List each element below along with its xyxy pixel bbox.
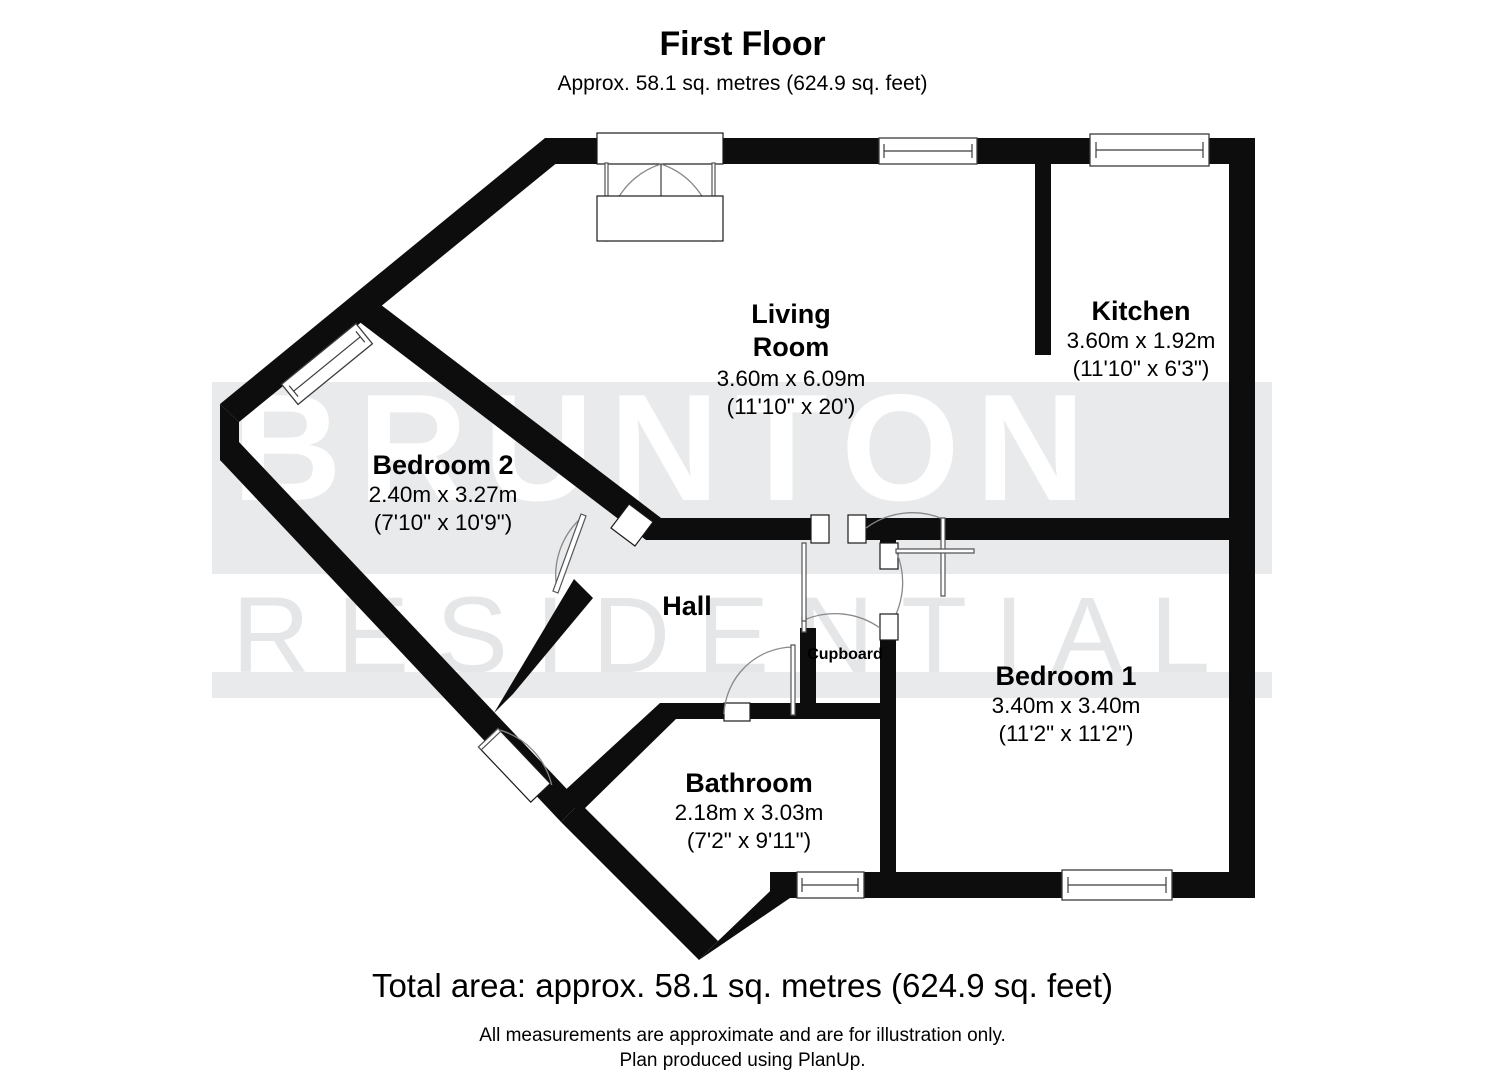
window-bedroom2-diagonal (280, 322, 374, 406)
wall-diagonal-lower-left (220, 442, 580, 822)
room-name-bedroom-2: Bedroom 2 (372, 450, 513, 480)
room-label-kitchen: Kitchen 3.60m x 1.92m (11'10" x 6'3") (1067, 296, 1216, 381)
wall-bedroom1-west (880, 628, 896, 872)
door-living-hall (810, 512, 946, 597)
door-cupboard (801, 542, 899, 641)
room-labels: Living Room 3.60m x 6.09m (11'10" x 20')… (369, 296, 1216, 853)
wall-cupboard-left (800, 628, 816, 716)
door-french-living-top (596, 132, 724, 242)
room-label-bedroom-1: Bedroom 1 3.40m x 3.40m (11'2" x 11'2") (992, 661, 1141, 746)
door-bathroom (723, 644, 796, 722)
room-label-bathroom: Bathroom 2.18m x 3.03m (7'2" x 9'11") (675, 768, 824, 853)
room-name-living-room-line2: Room (753, 332, 830, 362)
room-name-kitchen: Kitchen (1091, 296, 1190, 326)
room-label-living-room: Living Room 3.60m x 6.09m (11'10" x 20') (717, 299, 866, 419)
wall-diagonal-south (561, 803, 718, 960)
room-dim-kitchen-imperial: (11'10" x 6'3") (1073, 356, 1210, 381)
door-bedroom2-leaf (552, 513, 587, 594)
wall-right (1229, 138, 1255, 898)
room-dim-bedroom-1-metric: 3.40m x 3.40m (992, 693, 1141, 718)
room-dim-bedroom-2-imperial: (7'10" x 10'9") (374, 510, 512, 535)
window-bathroom-bottom (796, 871, 865, 899)
wall-bathroom-top (660, 703, 896, 719)
wall-bedroom2-hall-diagonal (494, 579, 593, 713)
room-dim-bathroom-metric: 2.18m x 3.03m (675, 800, 824, 825)
door-entrance (477, 727, 553, 803)
plan-footer: Total area: approx. 58.1 sq. metres (624… (0, 967, 1485, 1074)
wall-diagonal-south-east (699, 872, 790, 960)
window-living-top (878, 137, 978, 165)
room-label-bedroom-2: Bedroom 2 2.40m x 3.27m (7'10" x 10'9") (369, 450, 518, 535)
disclaimer-line1: All measurements are approximate and are… (479, 1025, 1006, 1047)
room-dim-bathroom-imperial: (7'2" x 9'11") (687, 828, 811, 853)
room-name-bedroom-1: Bedroom 1 (995, 661, 1136, 691)
wall-bathroom-west-diagonal (561, 703, 676, 813)
watermark-band-top (212, 382, 1272, 512)
plan-header: First Floor Approx. 58.1 sq. metres (624… (0, 0, 1485, 95)
window-bedroom1-bottom (1061, 869, 1173, 901)
room-dim-kitchen-metric: 3.60m x 1.92m (1067, 328, 1216, 353)
wall-diagonal-upper-left (220, 138, 564, 422)
room-dim-bedroom-1-imperial: (11'2" x 11'2") (998, 721, 1133, 746)
wall-living-south-right (866, 518, 1231, 540)
wall-living-south-left (646, 518, 811, 540)
doors (477, 132, 975, 803)
windows (280, 133, 1210, 901)
door-bedroom1 (879, 542, 975, 629)
wall-bedroom2-living-diagonal (353, 298, 665, 540)
window-kitchen-top (1089, 133, 1210, 167)
wall-hall-stub-vertical (880, 518, 896, 548)
room-name-bathroom: Bathroom (685, 768, 813, 798)
watermark-band-bottom (212, 672, 1272, 698)
room-label-hall: Hall (662, 591, 712, 621)
room-name-living-room-line1: Living (751, 299, 831, 329)
page-subtitle: Approx. 58.1 sq. metres (624.9 sq. feet) (557, 72, 928, 96)
watermark-line1: BRUNTON (232, 363, 1101, 533)
room-label-cupboard: Cupboard (807, 646, 883, 663)
interior-walls (353, 150, 1231, 872)
wall-kitchen-partition (1035, 150, 1051, 355)
total-area-text: Total area: approx. 58.1 sq. metres (624… (371, 967, 1114, 1004)
producer-line: Plan produced using PlanUp. (619, 1049, 866, 1071)
room-dim-bedroom-2-metric: 2.40m x 3.27m (369, 482, 518, 507)
watermark: BRUNTON RESIDENTIAL (212, 363, 1272, 698)
room-dim-living-room-metric: 3.60m x 6.09m (717, 366, 866, 391)
page-title: First Floor (659, 25, 826, 63)
room-dim-living-room-imperial: (11'10" x 20') (727, 394, 856, 419)
